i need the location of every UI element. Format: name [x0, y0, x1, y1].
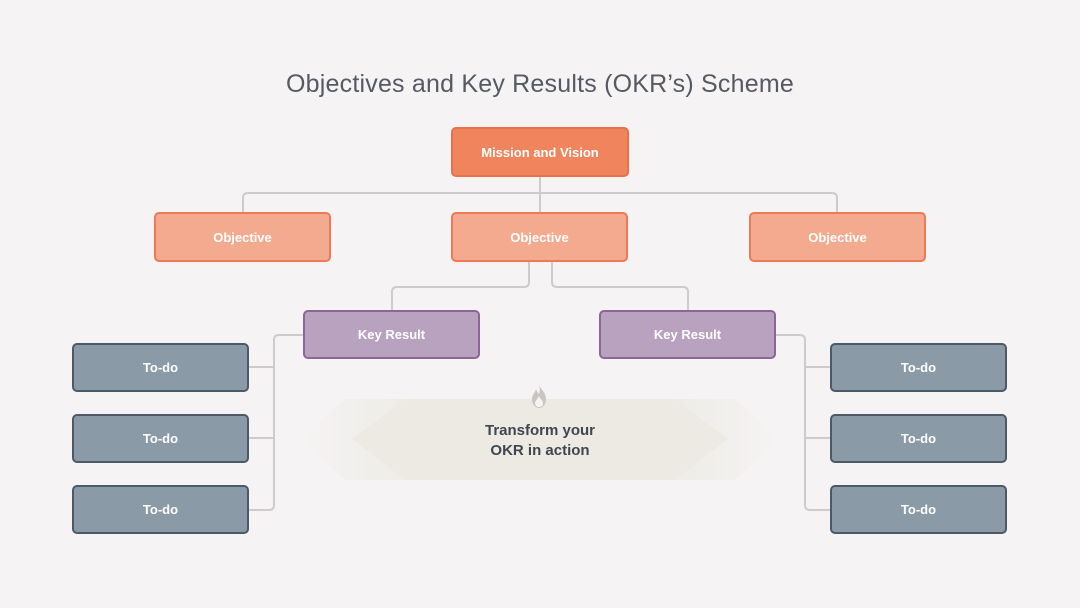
todo-box-right-3: To-do [830, 485, 1007, 534]
objective-box-center: Objective [451, 212, 628, 262]
key-result-box-right: Key Result [599, 310, 776, 359]
todo-box-left-1: To-do [72, 343, 249, 392]
todo-box-right-1: To-do [830, 343, 1007, 392]
center-caption: Transform your OKR in action [440, 421, 640, 461]
page-title: Objectives and Key Results (OKR’s) Schem… [286, 70, 794, 98]
key-result-box-left: Key Result [303, 310, 480, 359]
objective-box-left: Objective [154, 212, 331, 262]
flame-icon [532, 384, 546, 408]
todo-box-left-2: To-do [72, 414, 249, 463]
todo-box-right-2: To-do [830, 414, 1007, 463]
center-caption-line2: OKR in action [490, 442, 590, 459]
mission-vision-box: Mission and Vision [451, 127, 629, 177]
objective-box-right: Objective [749, 212, 926, 262]
center-caption-line1: Transform your [484, 422, 596, 439]
todo-box-left-3: To-do [72, 485, 249, 534]
center-arrow-band [300, 399, 780, 480]
